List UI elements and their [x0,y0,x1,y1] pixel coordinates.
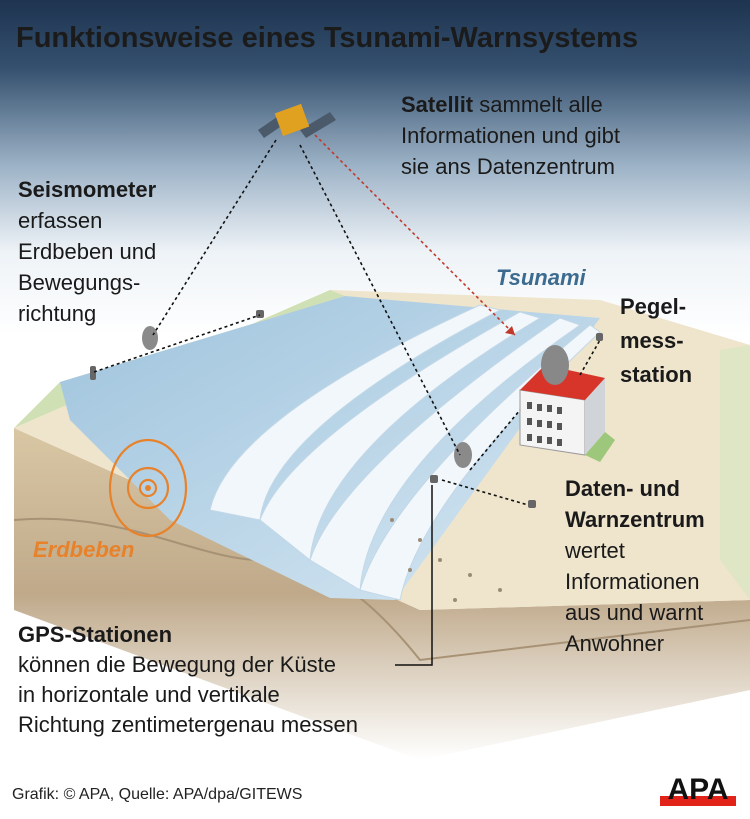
caption-line: Erdbeben und [18,239,157,264]
seismometer-heading: Seismometer [18,177,157,202]
earthquake-label: Erdbeben [33,537,135,562]
caption-line: mess- [620,328,684,353]
warning-center-building [519,345,615,462]
seismometer-dish-icon [142,326,158,350]
caption-line: Anwohner [565,631,665,656]
caption-line: station [620,362,693,387]
gps-heading: GPS-Stationen [18,622,173,647]
daten-heading: Daten- und [565,476,680,501]
caption-line: Informationen und gibt [401,123,620,148]
satellite-icon [258,103,336,138]
caption-line: Richtung zentimetergenau messen [18,712,358,737]
caption-line: Bewegungs- [18,270,141,295]
seismometer-caption: Seismometer erfassen Erdbeben und Bewegu… [18,174,156,329]
pegel-caption: Pegel- mess- station [620,290,692,392]
satellite-caption: Satellit sammelt alle Informationen und … [401,89,620,182]
gps-caption: GPS-Stationen können die Bewegung der Kü… [18,620,358,740]
caption-line: richtung [18,301,97,326]
tsunami-waves [209,304,601,601]
daten-heading: Warnzentrum [565,507,705,532]
satellite-heading: Satellit [401,92,474,117]
caption-line: können die Bewegung der Küste [18,652,337,677]
caption-line: wertet [565,538,625,563]
caption-line: Pegel- [620,294,687,319]
gps-station-icons [90,310,603,508]
caption-line: sammelt alle [479,92,603,117]
caption-line: in horizontale und vertikale [18,682,280,707]
caption-line: sie ans Datenzentrum [401,154,615,179]
tsunami-label: Tsunami [496,265,586,290]
caption-line: Informationen [565,569,700,594]
apa-logo-text: APA [667,774,728,806]
satellite-dish-icon [541,345,569,385]
page-title: Funktionsweise eines Tsunami-Warnsystems [16,22,639,54]
caption-line: erfassen [18,208,103,233]
daten-caption: Daten- und Warnzentrum wertet Informatio… [565,473,705,659]
earthquake-epicenter-icon [108,438,188,538]
apa-logo: APA [660,774,736,806]
gps-dish-icon [454,442,472,468]
caption-line: aus und warnt [565,600,704,625]
source-credit: Grafik: © APA, Quelle: APA/dpa/GITEWS [12,786,303,803]
